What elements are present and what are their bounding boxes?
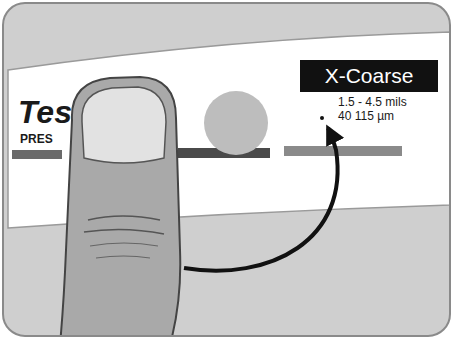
knuckle-crease (84, 229, 164, 234)
test-circle (204, 91, 268, 155)
brand-name: Tes (18, 94, 72, 131)
thumbnail (82, 87, 166, 163)
frame-content (3, 3, 450, 336)
range-microns: 40 115 µm (338, 109, 394, 123)
product-name: PRES (20, 132, 53, 146)
thumb (60, 77, 180, 336)
size-badge: X-Coarse (300, 60, 438, 92)
badge-text: X-Coarse (325, 64, 414, 88)
color-bar (284, 146, 402, 156)
color-bar (12, 150, 62, 159)
knuckle-crease (96, 256, 150, 258)
knuckle-crease (88, 216, 160, 220)
knuckle-crease (90, 243, 158, 246)
frame-border (3, 3, 450, 336)
range-mils: 1.5 - 4.5 mils (338, 95, 407, 109)
target-dot (320, 116, 324, 120)
curved-arrow (184, 128, 338, 271)
